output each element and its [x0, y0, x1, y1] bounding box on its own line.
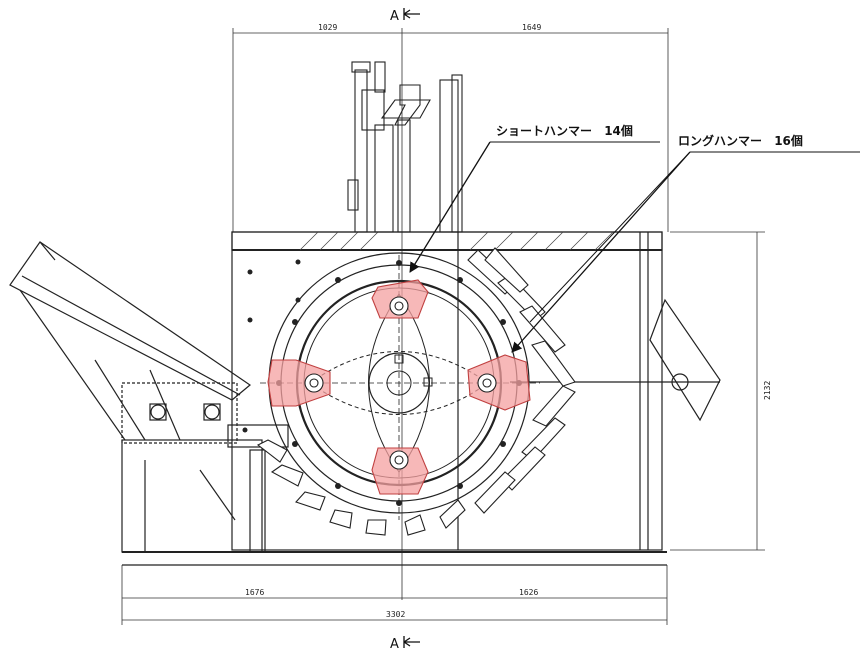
short-hammer-count: 14個 — [604, 124, 633, 138]
dim-bottom-total: 3302 — [386, 610, 405, 619]
feed-chute — [9, 241, 251, 444]
section-mark-bottom: A — [390, 637, 399, 650]
long-hammer-leader-1 — [511, 151, 691, 353]
section-mark-top: A — [390, 9, 399, 24]
long-hammer-count: 16個 — [774, 134, 803, 148]
dim-top-left: 1029 — [318, 23, 337, 32]
dim-height-right: 2132 — [763, 381, 772, 400]
top-plate-hatch — [299, 231, 614, 251]
dim-bottom-right: 1626 — [519, 588, 538, 597]
section-arrow-bottom-icon — [403, 636, 420, 648]
dimension-lines — [121, 28, 765, 625]
short-hammer-label: ショートハンマー — [496, 124, 593, 138]
short-hammer-leader — [409, 141, 491, 273]
housing — [121, 231, 721, 566]
long-hammer-leader-2 — [529, 151, 691, 323]
exhaust-pipes — [347, 61, 463, 233]
short-hammer-callout: ショートハンマー 14個 — [496, 122, 633, 139]
section-arrow-top-icon — [403, 8, 420, 20]
dim-top-right: 1649 — [522, 23, 541, 32]
long-hammers — [256, 247, 576, 536]
dim-bottom-left: 1676 — [245, 588, 264, 597]
long-hammer-label: ロングハンマー — [678, 134, 763, 148]
short-hammers — [267, 279, 531, 495]
long-hammer-callout: ロングハンマー 16個 — [678, 132, 803, 149]
